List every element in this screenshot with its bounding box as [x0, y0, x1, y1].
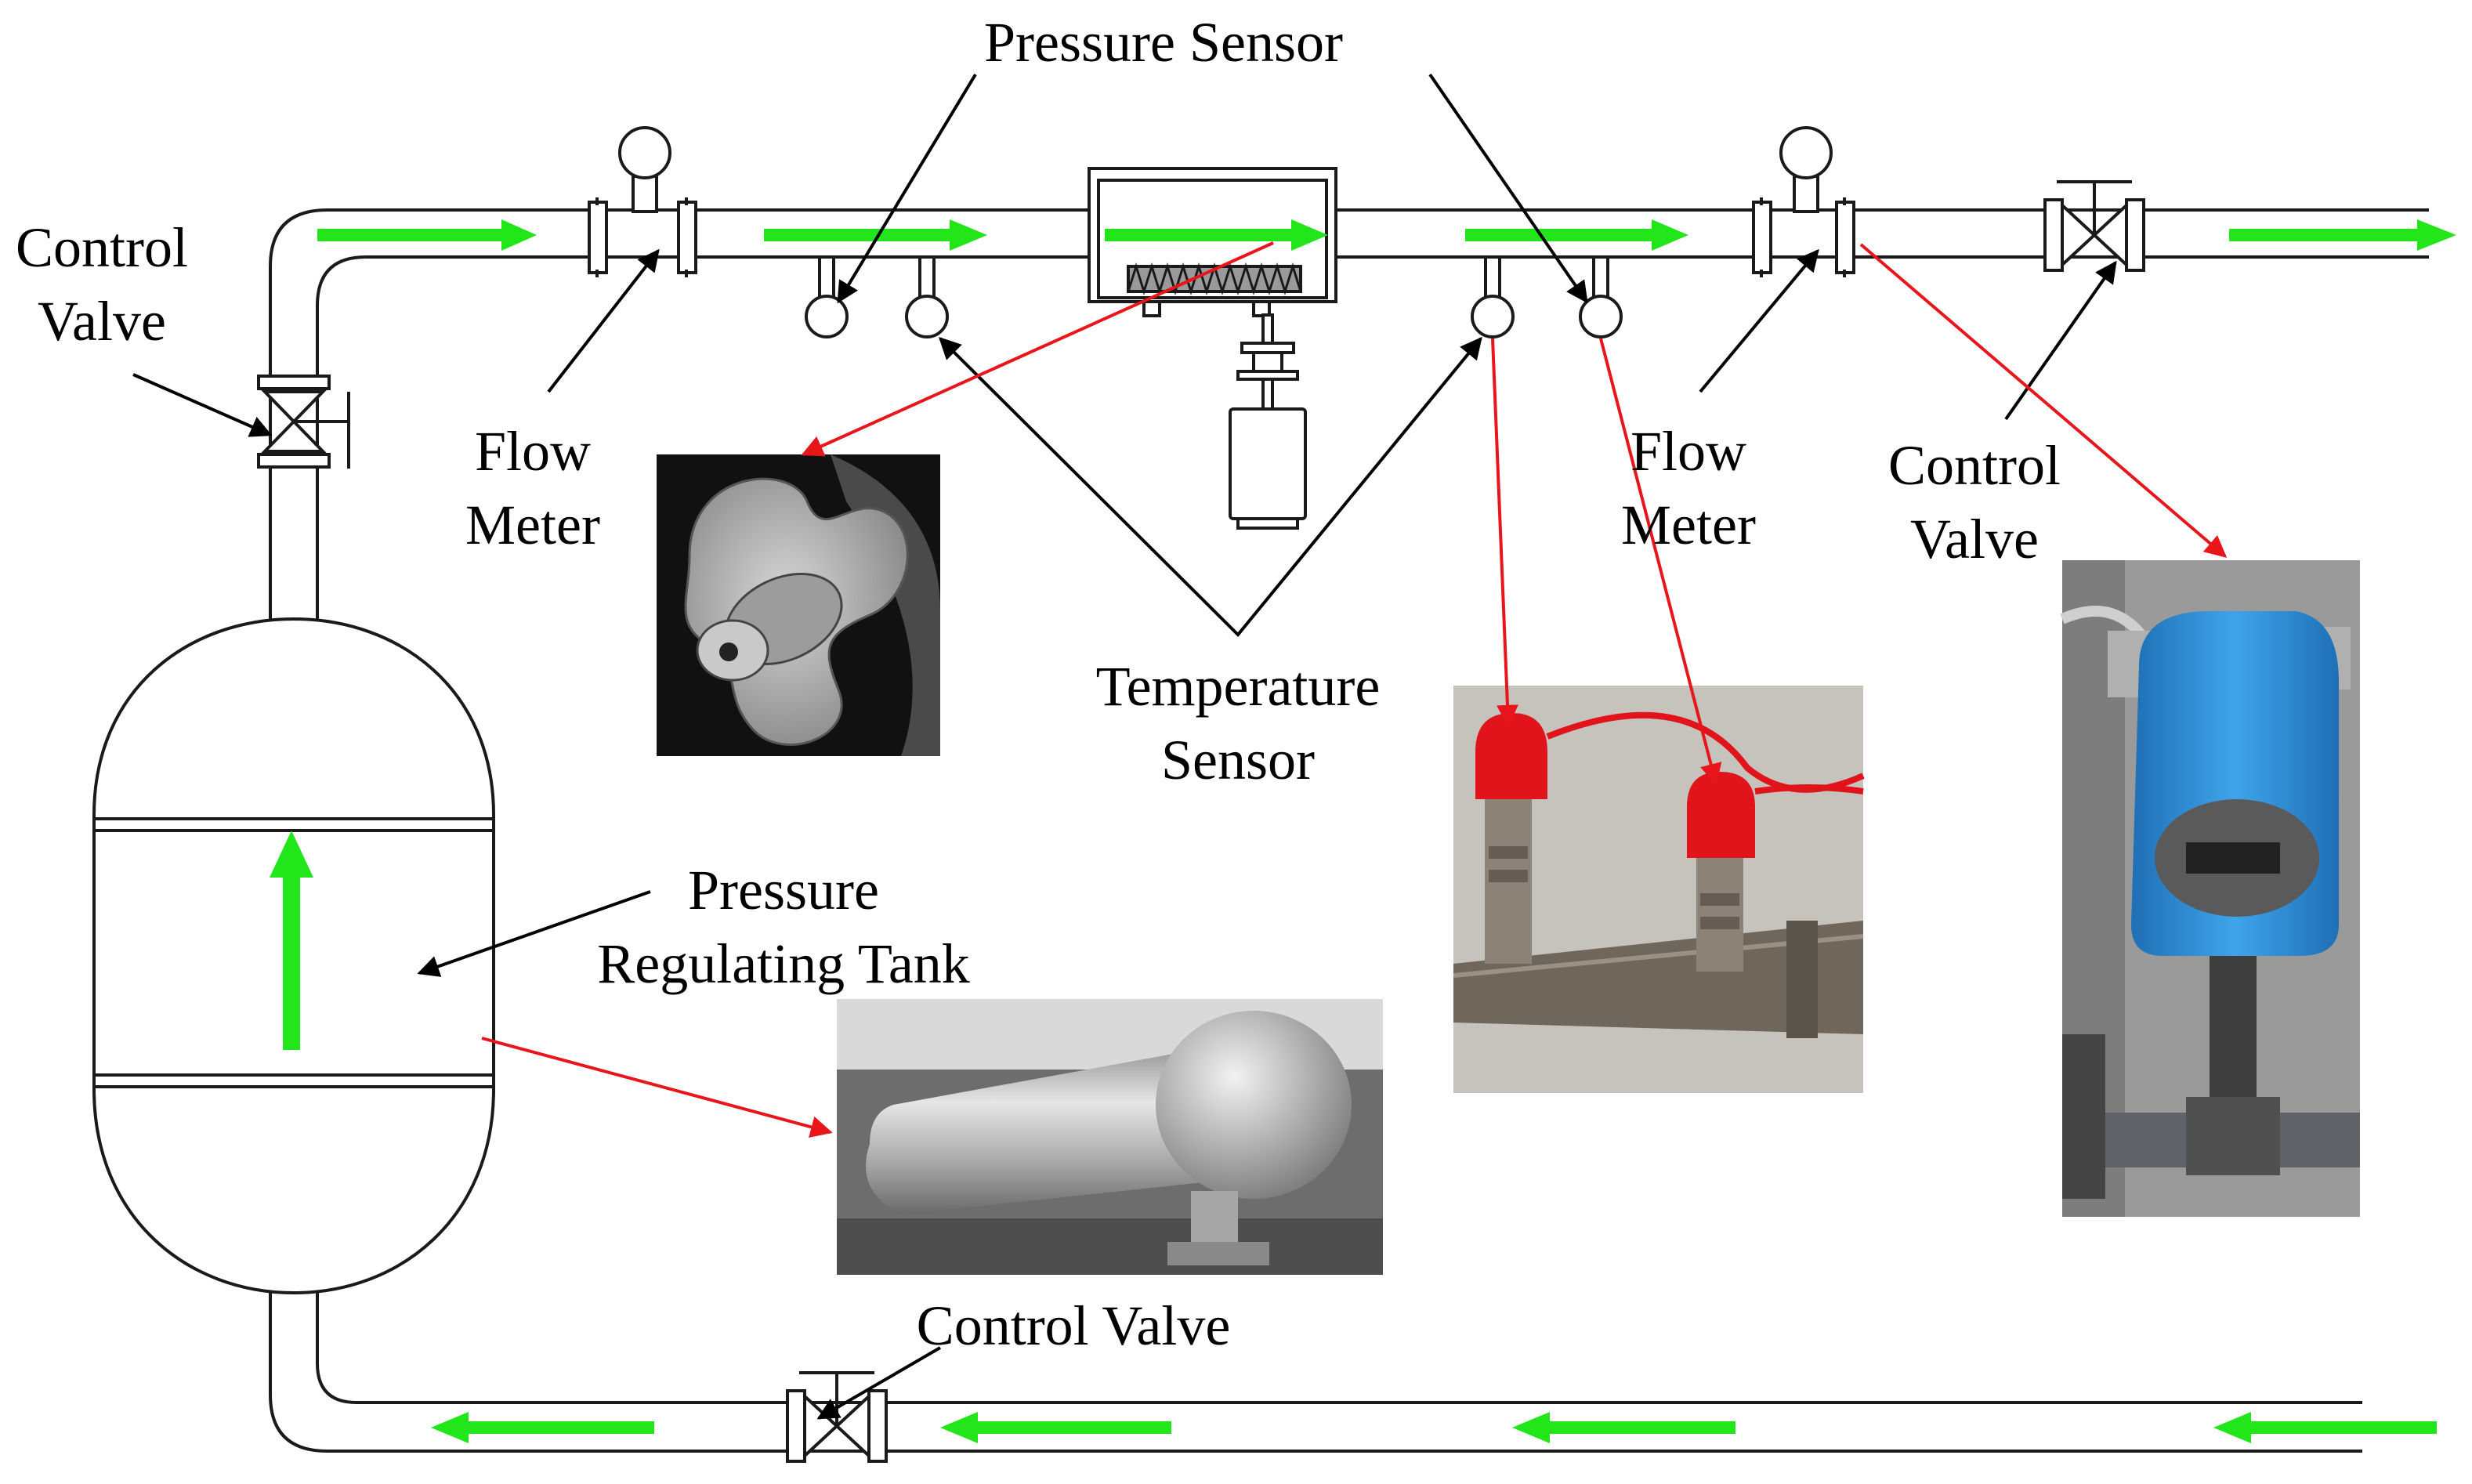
callout-control-valve-left: [132, 373, 273, 437]
flow-arrows-top: [317, 219, 2456, 251]
label-pressure-sensor: Pressure Sensor: [984, 11, 1343, 74]
label-flow-meter-right-2: Meter: [1621, 494, 1756, 556]
label-control-valve-bottom: Control Valve: [917, 1294, 1231, 1357]
callout-control-valve-right: [2004, 260, 2117, 421]
control-valve-left: [257, 375, 350, 469]
label-tank-1: Pressure: [688, 859, 879, 921]
sensor-bulbs: [805, 255, 1623, 338]
red-callout-pressure-sensor: [1599, 338, 1722, 786]
label-temperature-sensor-1: Temperature: [1096, 655, 1381, 718]
callout-temperature-sensor: [939, 336, 1482, 637]
red-callout-temp-sensor: [1491, 338, 1518, 727]
label-tank-2: Regulating Tank: [597, 932, 970, 995]
tank-flow-arrow: [270, 831, 313, 1050]
flow-arrow: [317, 219, 537, 251]
label-flow-meter-left-2: Meter: [465, 494, 600, 556]
callout-tank: [417, 890, 651, 977]
flow-arrow: [1105, 219, 1328, 251]
label-control-valve-right-1: Control: [1888, 434, 2061, 497]
flow-arrows-bottom: [431, 1412, 2437, 1443]
label-control-valve-right-2: Valve: [1910, 508, 2039, 570]
flow-meter-right: [1752, 126, 1855, 277]
callout-flow-meter-right: [1699, 248, 1819, 393]
label-control-valve-left-1: Control: [16, 216, 188, 279]
turbine-impeller-photo: [657, 454, 940, 756]
flow-arrow: [2213, 1412, 2437, 1443]
red-callout-control-valve: [1859, 243, 2228, 558]
label-control-valve-left-2: Valve: [38, 290, 166, 353]
callout-pressure-sensor-1: [837, 73, 977, 304]
red-callout-impeller: [801, 241, 1274, 457]
flow-meter-left: [588, 126, 697, 277]
callout-flow-meter-left: [547, 248, 660, 393]
label-temperature-sensor-2: Sensor: [1161, 729, 1315, 791]
red-callout-tank: [481, 1037, 833, 1138]
flow-arrow: [2229, 219, 2456, 251]
pressure-sensor-bulb-1: [805, 255, 849, 338]
flow-arrow: [1465, 219, 1688, 251]
flow-arrow: [1512, 1412, 1735, 1443]
flow-arrow: [940, 1412, 1171, 1443]
pressure-sensor-bulb-2: [1579, 255, 1623, 338]
labels: Pressure Sensor Control Valve Flow Meter…: [16, 11, 2061, 1357]
callout-pressure-sensor-2: [1428, 73, 1588, 304]
label-flow-meter-left-1: Flow: [475, 420, 591, 483]
flow-arrow: [764, 219, 987, 251]
temperature-sensor-bulb-1: [905, 255, 949, 338]
flow-arrow: [431, 1412, 654, 1443]
control-valve-right: [2043, 180, 2145, 272]
temperature-pressure-sensors-photo: [1453, 686, 1865, 1093]
temperature-sensor-bulb-2: [1471, 255, 1515, 338]
control-valve-actuator-photo: [2060, 560, 2360, 1217]
turbine-test-section: [1088, 167, 1337, 530]
label-flow-meter-right-1: Flow: [1631, 420, 1746, 483]
callouts-red: [481, 241, 2228, 1138]
pressure-regulating-tank-photo: [837, 999, 1383, 1275]
callouts-black: [132, 73, 2117, 1420]
callout-control-valve-bottom: [816, 1346, 942, 1420]
pipe-network: [269, 208, 2429, 1453]
